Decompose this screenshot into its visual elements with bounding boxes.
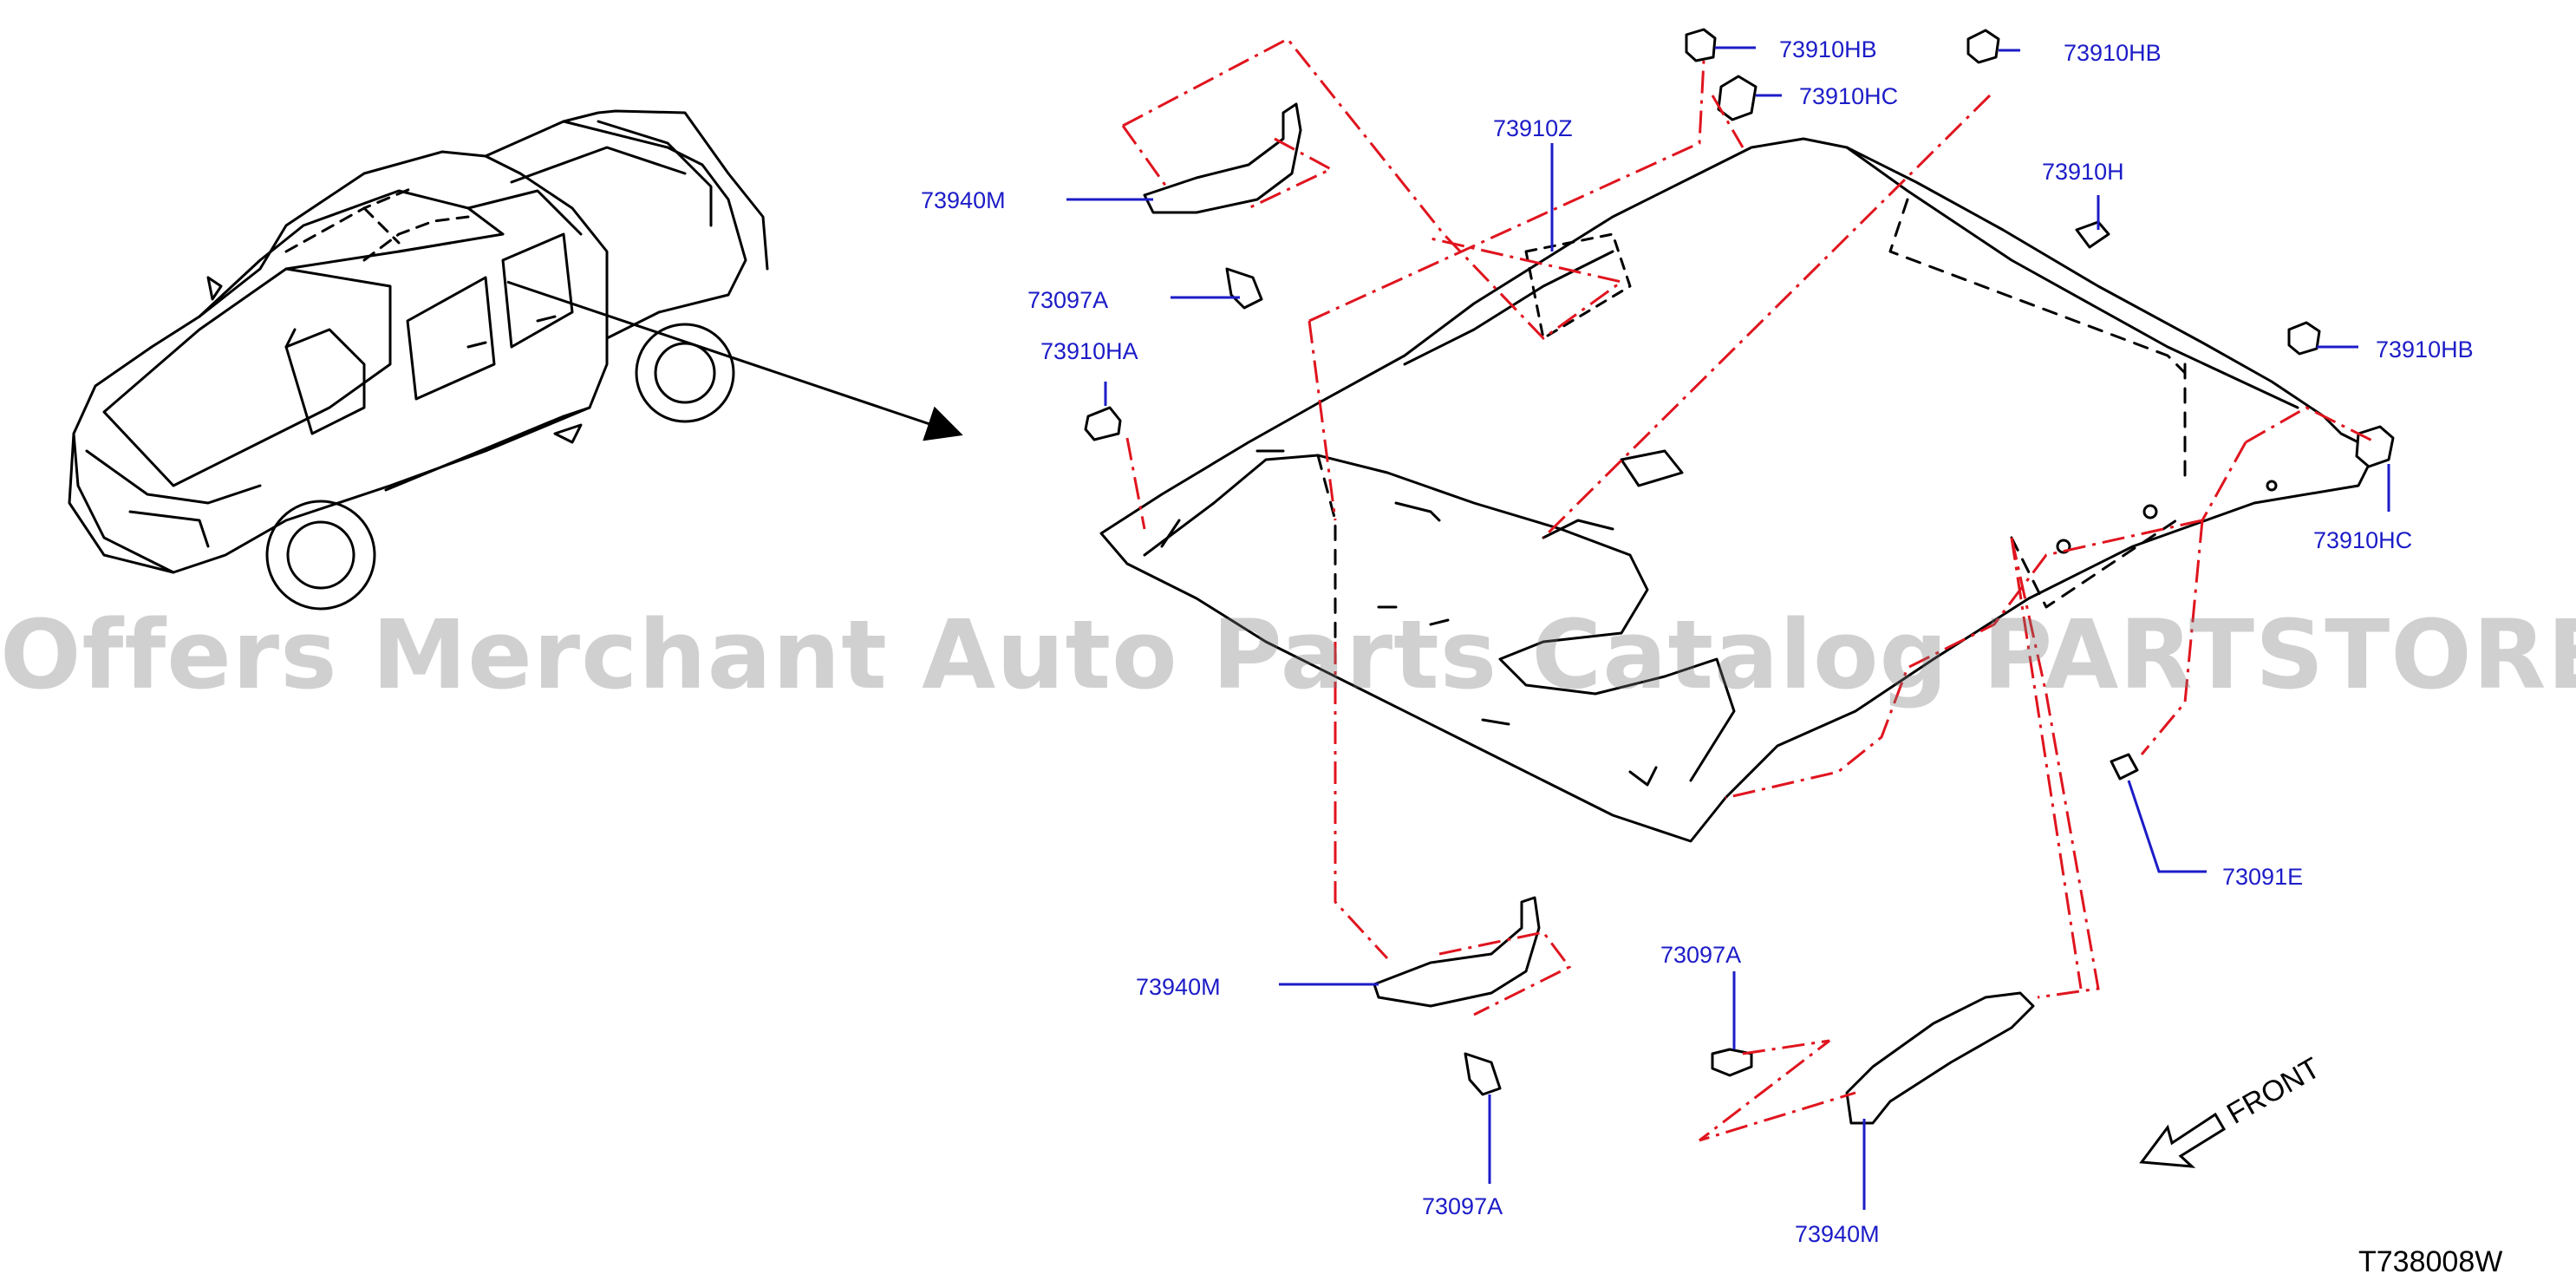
grip-73940m-top-left [1143, 102, 1302, 214]
part-label-73097a-top-left[interactable]: 73097A [1027, 287, 1109, 313]
clip-73910hb-right [2287, 321, 2321, 356]
leader-lines [1066, 46, 2390, 1210]
part-label-73910z[interactable]: 73910Z [1493, 115, 1573, 141]
part-label-73910h[interactable]: 73910H [2042, 159, 2124, 185]
part-label-73940m-bottom-center[interactable]: 73940M [1136, 974, 1221, 1000]
part-label-73910hb-top-center[interactable]: 73910HB [1779, 36, 1877, 62]
detail-arrow [506, 280, 963, 441]
clip-73091e [2110, 753, 2139, 781]
screw-73097a-bottom-right [1711, 1048, 1753, 1077]
part-label-73097a-bottom-center[interactable]: 73097A [1422, 1193, 1503, 1219]
clip-73910h [2075, 220, 2110, 249]
clip-73910hc-top-center [1717, 75, 1758, 121]
headlining-panel [1099, 137, 2377, 843]
part-label-73910hb-top-right[interactable]: 73910HB [2064, 40, 2162, 66]
part-label-73940m-top-left[interactable]: 73940M [921, 187, 1006, 213]
screw-73097a-top-left [1225, 267, 1263, 310]
part-label-73910hc-right[interactable]: 73910HC [2313, 527, 2413, 553]
part-label-73091e[interactable]: 73091E [2222, 864, 2304, 890]
chain-lines [1121, 37, 2377, 1142]
clip-73910hb-top-center [1685, 28, 1717, 62]
front-arrow-icon [2139, 1112, 2227, 1168]
clip-73910hb-top-right [1966, 29, 2000, 64]
part-label-73097a-bottom-right[interactable]: 73097A [1660, 942, 1742, 968]
part-label-73940m-bottom-right[interactable]: 73940M [1795, 1221, 1880, 1247]
grip-73940m-bottom-right [1845, 991, 2035, 1125]
diagram-code: T738008W [2358, 1245, 2503, 1278]
part-label-73910hc-top-center[interactable]: 73910HC [1799, 83, 1899, 109]
watermark: Offers Merchant Auto Parts Catalog PARTS… [0, 599, 2576, 710]
grip-73940m-bottom-center [1373, 896, 1541, 1008]
part-shapes [1084, 28, 2395, 1125]
screw-73097a-bottom-center [1464, 1052, 1502, 1096]
clip-73910hc-right [2355, 425, 2395, 468]
part-label-73910ha[interactable]: 73910HA [1040, 338, 1138, 364]
part-label-73910hb-right[interactable]: 73910HB [2376, 336, 2474, 363]
vehicle-illustration [68, 109, 769, 611]
clip-73910ha [1084, 406, 1122, 441]
